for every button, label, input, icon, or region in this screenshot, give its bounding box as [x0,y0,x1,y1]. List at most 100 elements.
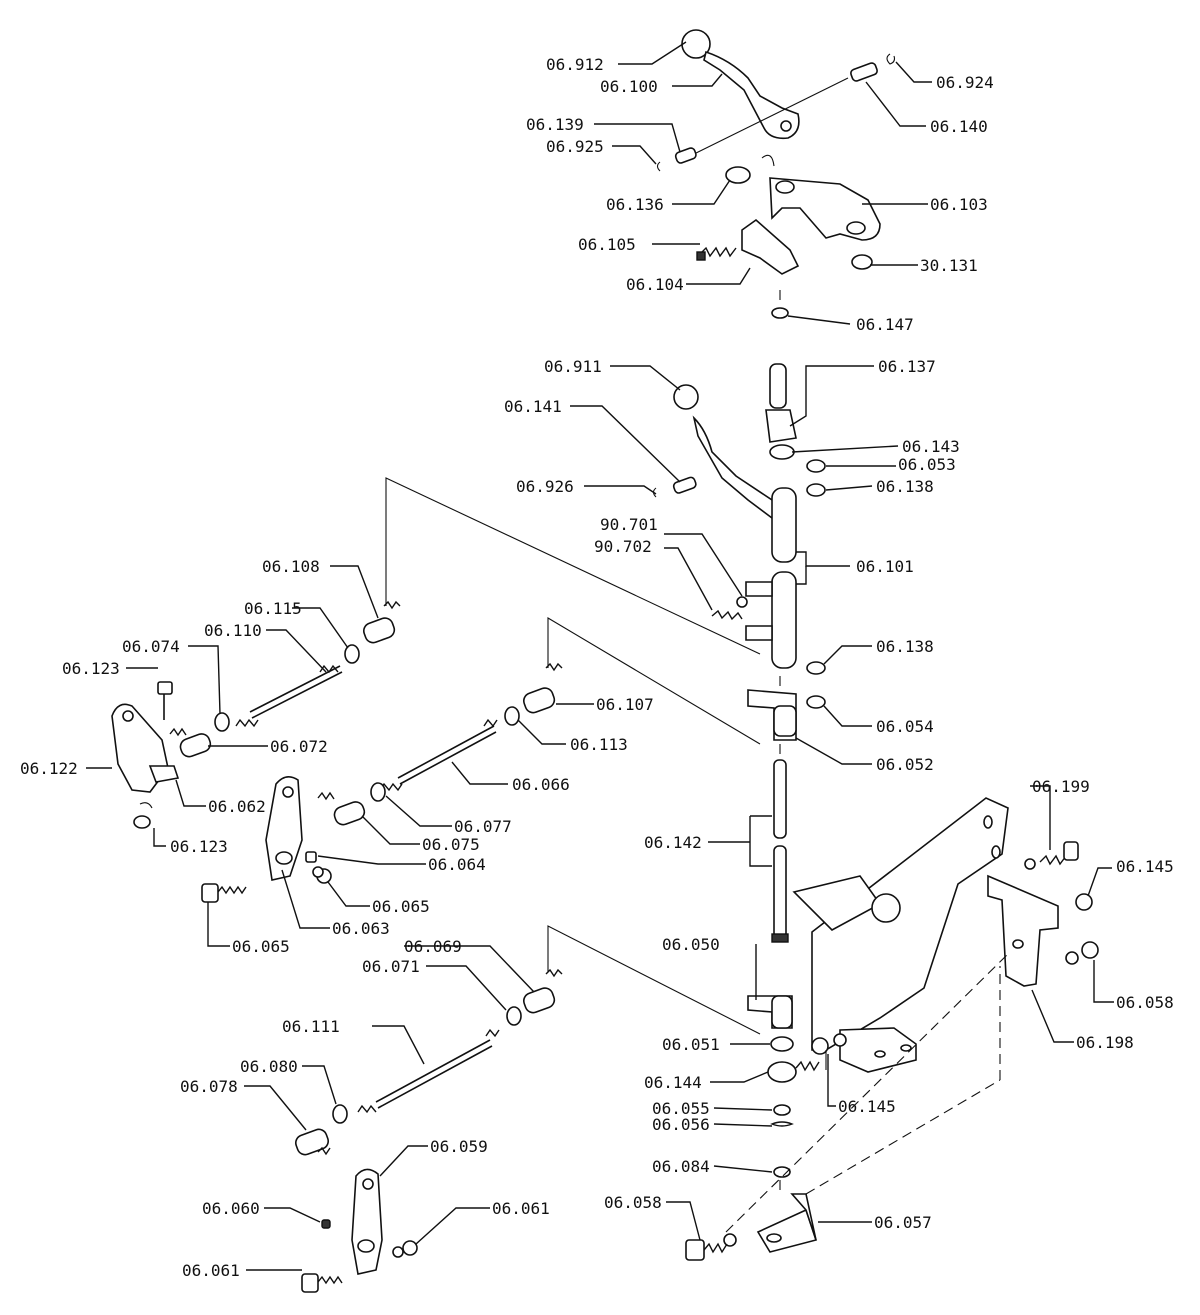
label-90-701: 90.701 [600,515,658,534]
bolt-06-058-lower [685,1239,705,1261]
label-06-143: 06.143 [902,437,960,456]
label-06-925: 06.925 [546,137,604,156]
label-06-924: 06.924 [936,73,994,92]
bushing-06-054 [806,695,826,709]
label-06-137: 06.137 [878,357,936,376]
assembly-line-3 [547,925,761,1035]
label-06-055: 06.055 [652,1099,710,1118]
label-06-122: 06.122 [20,759,78,778]
end-06-078 [294,1128,330,1156]
clamp-06-104 [741,218,800,275]
label-30-131: 30.131 [920,256,978,275]
label-06-066: 06.066 [512,775,570,794]
end-06-072 [179,733,212,758]
bolt-06-061-left [301,1273,319,1293]
assembly-line-2 [547,617,761,745]
label-06-084: 06.084 [652,1157,710,1176]
label-06-065-b: 06.065 [232,937,290,956]
rod-06-110 [249,665,341,713]
label-06-136: 06.136 [606,195,664,214]
label-06-050: 06.050 [662,935,720,954]
label-06-105: 06.105 [578,235,636,254]
label-06-074: 06.074 [122,637,180,656]
shaft-06-101-lower [771,571,797,669]
block-06-198 [987,874,1059,987]
label-06-139: 06.139 [526,115,584,134]
rod-06-142-lower [773,845,787,939]
label-06-912: 06.912 [546,55,604,74]
clip-06-924 [886,53,896,65]
label-06-060: 06.060 [202,1199,260,1218]
label-06-111: 06.111 [282,1017,340,1036]
nut-06-115 [344,644,360,664]
collar-06-144 [767,1061,797,1083]
washer-06-147 [771,307,789,319]
screw-06-105 [699,246,737,258]
nut-06-145-lower [811,1037,829,1055]
pin-06-140 [850,62,878,82]
label-06-059: 06.059 [430,1137,488,1156]
washer-90-701 [736,596,748,608]
assembly-line-1 [385,477,761,655]
end-06-069 [522,987,556,1014]
spring-06-056 [770,1121,794,1127]
nut-06-123-bottom [133,815,151,829]
label-06-069: 06.069 [404,937,462,956]
label-06-063: 06.063 [332,919,390,938]
label-06-145-a: 06.145 [1116,857,1174,876]
nut-06-071 [506,1006,522,1026]
label-06-077: 06.077 [454,817,512,836]
shaft-06-101-upper [771,487,797,563]
label-06-072: 06.072 [270,737,328,756]
bushing-06-138-lower [806,661,826,675]
rod-06-142-upper [773,759,787,839]
washer-06-084 [773,1166,791,1178]
pin-06-141 [672,476,697,494]
bushing-06-138-top [806,483,826,497]
label-06-926: 06.926 [516,477,574,496]
label-06-144: 06.144 [644,1073,702,1092]
label-06-080: 06.080 [240,1057,298,1076]
label-06-058-b: 06.058 [604,1193,662,1212]
label-06-198: 06.198 [1076,1033,1134,1052]
label-06-054: 06.054 [876,717,934,736]
label-06-075: 06.075 [422,835,480,854]
nut-06-080 [332,1104,348,1124]
rod-06-111 [375,1039,491,1103]
end-06-075 [333,801,366,826]
label-06-057: 06.057 [874,1213,932,1232]
label-06-110: 06.110 [204,621,262,640]
bushing-06-051 [770,1036,794,1052]
label-06-058-a: 06.058 [1116,993,1174,1012]
label-06-100: 06.100 [600,77,658,96]
label-06-078: 06.078 [180,1077,238,1096]
lever-bore [780,120,792,132]
bolt-06-065-left [201,883,219,903]
shift-lever-06-143 [692,415,782,519]
label-06-138-b: 06.138 [876,637,934,656]
label-06-053: 06.053 [898,455,956,474]
pin-06-139 [674,147,697,164]
part-labels: 06.912 06.100 06.924 06.139 06.925 06.14… [20,55,1174,1280]
label-06-123-b: 06.123 [170,837,228,856]
shift-lever-handle [703,50,800,140]
key-06-064 [305,851,317,863]
label-90-702: 90.702 [594,537,652,556]
nut-06-058-right [1081,941,1099,959]
bushing-30-131 [851,254,873,270]
bolt-06-199 [1039,854,1067,866]
end-06-108 [362,617,396,644]
label-06-115: 06.115 [244,599,302,618]
nut-06-074 [214,712,230,732]
label-06-147: 06.147 [856,315,914,334]
rod-06-066 [397,725,495,779]
label-06-065-a: 06.065 [372,897,430,916]
label-06-107: 06.107 [596,695,654,714]
label-06-108: 06.108 [262,557,320,576]
label-06-101: 06.101 [856,557,914,576]
nut-06-077 [370,782,386,802]
label-06-064: 06.064 [428,855,486,874]
label-06-138-a: 06.138 [876,477,934,496]
label-06-051: 06.051 [662,1035,720,1054]
